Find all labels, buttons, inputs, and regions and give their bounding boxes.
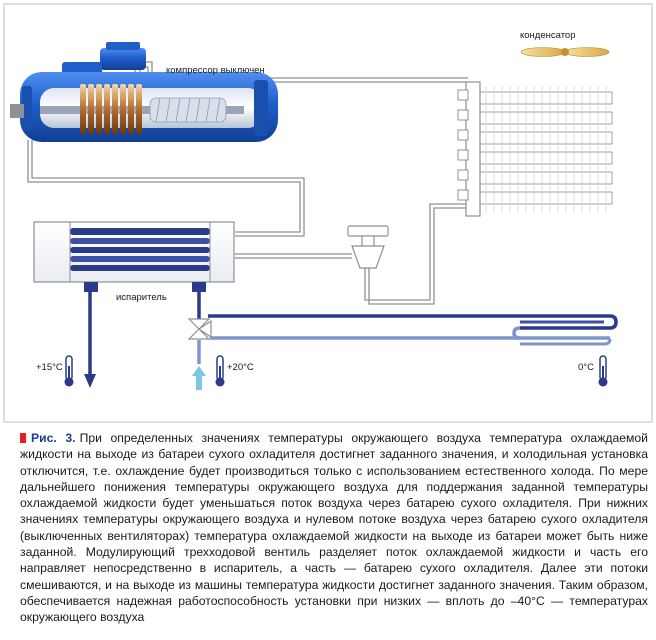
three-way-valve-icon bbox=[187, 318, 212, 340]
figure-caption: Рис. 3.При определенных значениях темпер… bbox=[20, 430, 648, 626]
expansion-valve-icon bbox=[347, 225, 389, 269]
diagram-canvas: конденсатор bbox=[3, 3, 653, 423]
evaporator bbox=[33, 221, 235, 292]
compressor-label: компрессор выключен bbox=[166, 65, 265, 76]
thermometer-icon bbox=[598, 355, 608, 387]
compressor bbox=[10, 42, 278, 142]
temp-right-label: 0°C bbox=[578, 362, 594, 373]
temp-mid-label: +20°C bbox=[227, 362, 254, 373]
evaporator-label: испаритель bbox=[116, 292, 167, 303]
flow-arrow-down-icon bbox=[84, 374, 96, 388]
thermometer-icon bbox=[215, 355, 225, 387]
figure-number: Рис. 3. bbox=[31, 431, 76, 445]
liquid-circuit bbox=[88, 292, 520, 374]
temp-left-label: +15°C bbox=[36, 362, 63, 373]
dry-cooler-coil bbox=[512, 314, 618, 346]
caption-text: При определенных значениях температуры о… bbox=[20, 431, 648, 625]
flow-arrow-up-icon bbox=[192, 366, 206, 390]
condenser-coil bbox=[457, 81, 613, 217]
thermometer-icon bbox=[64, 355, 74, 387]
caption-marker bbox=[20, 433, 26, 443]
condenser-fan-icon bbox=[520, 47, 610, 57]
condenser-label: конденсатор bbox=[520, 30, 576, 41]
refrigeration-diagram: конденсатор bbox=[3, 3, 653, 423]
